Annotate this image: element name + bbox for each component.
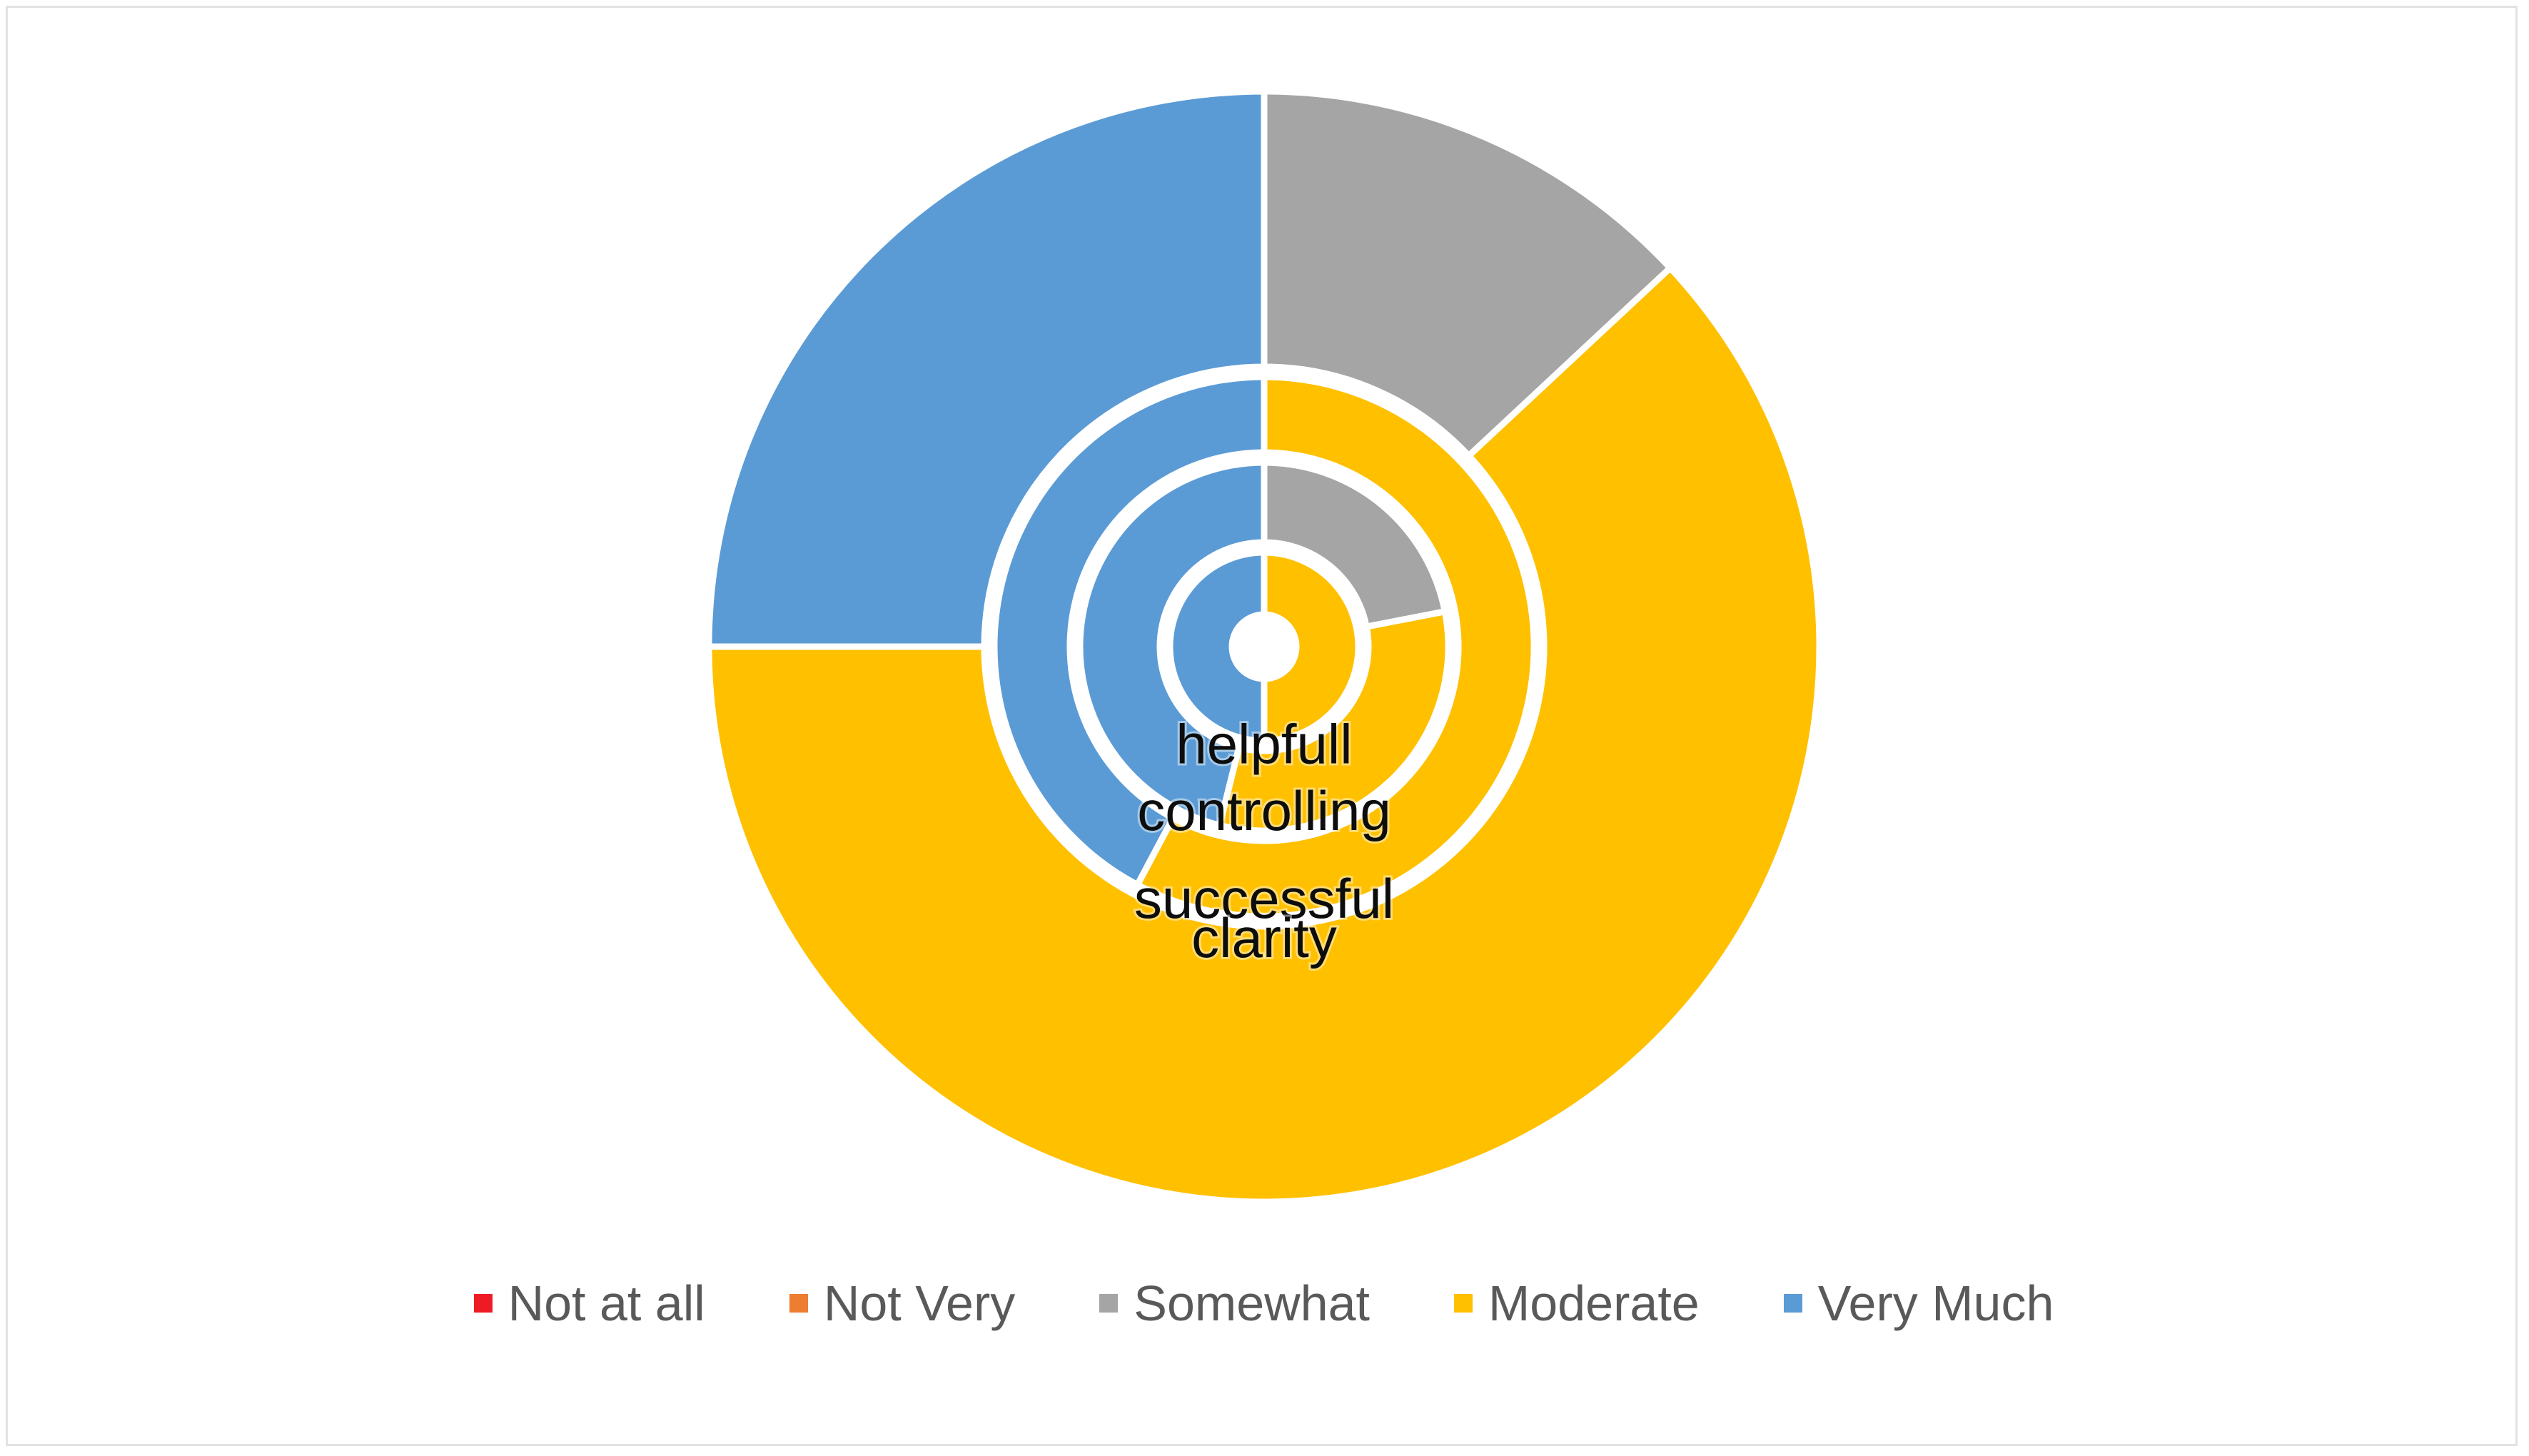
ring-label-clarity: clarity	[1191, 906, 1337, 969]
legend-label: Not Very	[823, 1275, 1016, 1331]
ring-label-controlling: controlling	[1137, 779, 1391, 842]
slice-controlling-very-much[interactable]	[1076, 459, 1268, 829]
legend-swatch-icon	[1783, 1294, 1802, 1313]
ring-label-helpfull: helpfull	[1176, 713, 1352, 776]
legend-item-not-very[interactable]: Not Very	[789, 1278, 1015, 1328]
legend-swatch-icon	[789, 1294, 808, 1313]
slice-clarity-very-much[interactable]	[705, 88, 1268, 650]
legend-swatch-icon	[1454, 1294, 1473, 1313]
legend-label: Very Much	[1817, 1275, 2054, 1331]
slice-clarity-moderate[interactable]	[705, 264, 1823, 1205]
ring-successful	[991, 373, 1538, 920]
slice-controlling-moderate[interactable]	[1216, 608, 1452, 834]
slice-clarity-somewhat[interactable]	[1261, 88, 1674, 460]
legend-swatch-icon	[473, 1294, 493, 1313]
slice-controlling-somewhat[interactable]	[1261, 459, 1448, 630]
legend-label: Moderate	[1488, 1275, 1700, 1331]
legend-label: Not at all	[508, 1275, 705, 1331]
legend-item-not-at-all[interactable]: Not at all	[473, 1275, 705, 1331]
legend-swatch-icon	[1099, 1294, 1119, 1313]
ring-clarity	[705, 88, 1823, 1205]
legend-item-moderate[interactable]: Moderate	[1454, 1278, 1700, 1328]
legend-label: Somewhat	[1134, 1275, 1370, 1331]
legend-item-somewhat[interactable]: Somewhat	[1099, 1278, 1370, 1328]
doughnut-hole	[1232, 615, 1296, 679]
slice-successful-moderate[interactable]	[1134, 373, 1538, 920]
ring-label-successful: successful	[1134, 867, 1394, 930]
ring-controlling	[1076, 459, 1452, 834]
slice-successful-very-much[interactable]	[991, 373, 1268, 889]
legend-item-very-much[interactable]: Very Much	[1783, 1275, 2054, 1331]
chart-legend: Not at all Not Very Somewhat Moderate Very M…	[8, 1278, 2520, 1328]
